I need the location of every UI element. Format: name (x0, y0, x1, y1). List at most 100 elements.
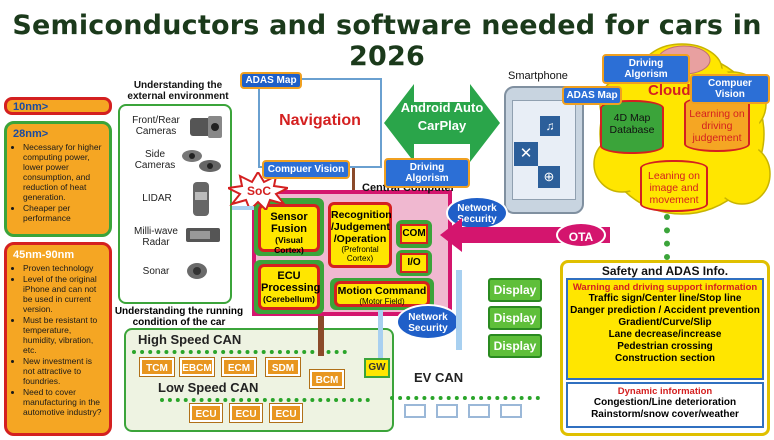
safety-info-title: Safety and ADAS Info. (601, 264, 729, 278)
network-security-bottom: Network Security (396, 304, 460, 340)
sonar-icon (184, 258, 210, 284)
db-4d-map-label: 4D Map Database (609, 112, 655, 136)
ev-can-chip (500, 404, 522, 418)
com-module: COM (400, 224, 428, 244)
display-2: Display (488, 306, 542, 330)
node-45nm-item: Must be resistant to temperature, humidi… (23, 315, 103, 355)
warning-item: Danger prediction / Accident prevention (570, 305, 760, 316)
io-module: I/O (400, 253, 428, 273)
warning-item: Construction section (614, 353, 715, 364)
recognition-module: Recognition /Judgement /Operation (Prefr… (328, 202, 392, 268)
ecu-ecm: ECM (221, 357, 257, 377)
front-camera-icon (188, 112, 226, 144)
sensor-label-side: Side Cameras (134, 149, 176, 171)
adas-map-tag-nav: ADAS Map (240, 72, 302, 89)
carplay-label: CarPlay (417, 118, 467, 133)
driving-algorism-tag-cloud: Driving Algorism (602, 54, 690, 84)
node-28nm-item: Cheaper per performance (23, 203, 103, 223)
ev-can-label: EV CAN (414, 370, 464, 385)
warning-item: Traffic sign/Center line/Stop line (588, 293, 742, 304)
node-45nm-head: 45nm-90nm (13, 249, 75, 261)
ecu-sdm: SDM (265, 357, 301, 377)
android-auto-label: Android Auto (400, 100, 484, 115)
central-to-can-line (318, 316, 324, 356)
nav-to-central-line (352, 168, 355, 190)
ecu-low: ECU (229, 403, 263, 423)
ev-can-chip (468, 404, 490, 418)
radar-icon (184, 224, 224, 246)
warning-item: Pedestrian crossing (617, 341, 713, 352)
sensor-to-fusion-line (232, 206, 254, 210)
motion-module: Motion Command (Motor Field) (334, 281, 430, 307)
ecu-low: ECU (189, 403, 223, 423)
node-45nm-item: Level of the original iPhone and can not… (23, 274, 103, 314)
node-10nm-box: 10nm> (4, 97, 112, 115)
location-icon: ⊕ (538, 166, 560, 188)
music-icon: ♫ (540, 116, 560, 136)
dynamic-item: Rainstorm/snow cover/weather (591, 409, 739, 420)
cloud-to-safety-line (664, 214, 670, 260)
android-auto-arrow (384, 84, 500, 162)
computer-vision-tag-cloud: Compuer Vision (690, 74, 770, 104)
db-4d-map (600, 100, 664, 154)
high-speed-can-label: High Speed CAN (138, 332, 242, 347)
ev-can-chip (436, 404, 458, 418)
gateway-box: GW (364, 358, 390, 378)
display-1: Display (488, 278, 542, 302)
warning-item: Lane decrease/increase (608, 329, 722, 340)
cloud-label: Cloud (648, 82, 691, 99)
low-speed-can-label: Low Speed CAN (158, 380, 259, 395)
node-28nm-item: Necessary for higher computing power, lo… (23, 142, 103, 202)
sensor-fusion-title: Sensor Fusion (270, 211, 308, 235)
dynamic-panel: Dynamic information Congestion/Line dete… (566, 382, 764, 428)
navigation-label: Navigation (279, 112, 361, 129)
motion-title: Motion Command (337, 285, 427, 297)
display-connector (456, 270, 486, 350)
driving-algorism-tag-central: Driving Algorism (384, 158, 470, 188)
sensor-label-lidar: LIDAR (142, 193, 172, 204)
smartphone-label: Smartphone (508, 70, 568, 82)
io-to-gw-line (378, 310, 383, 358)
db-learning-label: Learning on driving judgement (689, 108, 745, 144)
low-speed-can-line (160, 398, 370, 402)
side-camera-icon (180, 146, 224, 176)
ecu-bcm: BCM (309, 369, 345, 389)
node-45nm-item: Proven technology (23, 263, 103, 273)
warning-head: Warning and driving support information (572, 282, 758, 293)
warning-item: Gradient/Curve/Slip (618, 317, 712, 328)
node-28nm-box: 28nm> Necessary for higher computing pow… (4, 121, 112, 237)
sensor-fusion-sub: (Visual Cortex) (274, 235, 304, 255)
db-image (640, 160, 708, 212)
lidar-icon (190, 180, 212, 218)
soc-label: SoC (247, 184, 271, 198)
display-3: Display (488, 334, 542, 358)
sensor-label-sonar: Sonar (142, 266, 170, 277)
dynamic-item: Congestion/Line deterioration (593, 397, 737, 408)
running-condition-label: Understanding the running condition of t… (114, 306, 244, 328)
ecu-processing-sub: (Cerebellum) (263, 294, 315, 304)
motion-sub: (Motor Field) (359, 297, 405, 306)
node-45nm-item: Need to cover manufacturing in the autom… (23, 387, 103, 417)
sensor-label-radar: Milli-wave Radar (134, 226, 178, 248)
ecu-low: ECU (269, 403, 303, 423)
sensor-fusion-module: Sensor Fusion (Visual Cortex) (258, 204, 320, 255)
ecu-processing-title: ECU Processing (261, 270, 321, 294)
ev-can-chip (404, 404, 426, 418)
node-28nm-head: 28nm> (13, 128, 49, 140)
tools-icon: ✕ (514, 142, 538, 166)
adas-map-tag-cloud: ADAS Map (562, 86, 622, 105)
dynamic-head: Dynamic information (617, 386, 713, 397)
ota-arrow (440, 218, 610, 252)
node-45nm-box: 45nm-90nm Proven technology Level of the… (4, 242, 112, 436)
ecu-tcm: TCM (139, 357, 175, 377)
ecu-processing-module: ECU Processing (Cerebellum) (258, 264, 320, 310)
ev-can-line (390, 396, 540, 400)
sensors-header: Understanding the external environment (127, 80, 229, 102)
warning-panel: Warning and driving support information … (566, 278, 764, 380)
recognition-title: Recognition /Judgement /Operation (331, 209, 392, 245)
computer-vision-tag-central: Compuer Vision (262, 160, 350, 179)
sensor-label-front-rear: Front/Rear Cameras (132, 115, 180, 137)
node-45nm-item: New investment is not attractive to foun… (23, 356, 103, 386)
soc-burst (228, 172, 288, 210)
ota-badge: OTA (556, 222, 606, 248)
